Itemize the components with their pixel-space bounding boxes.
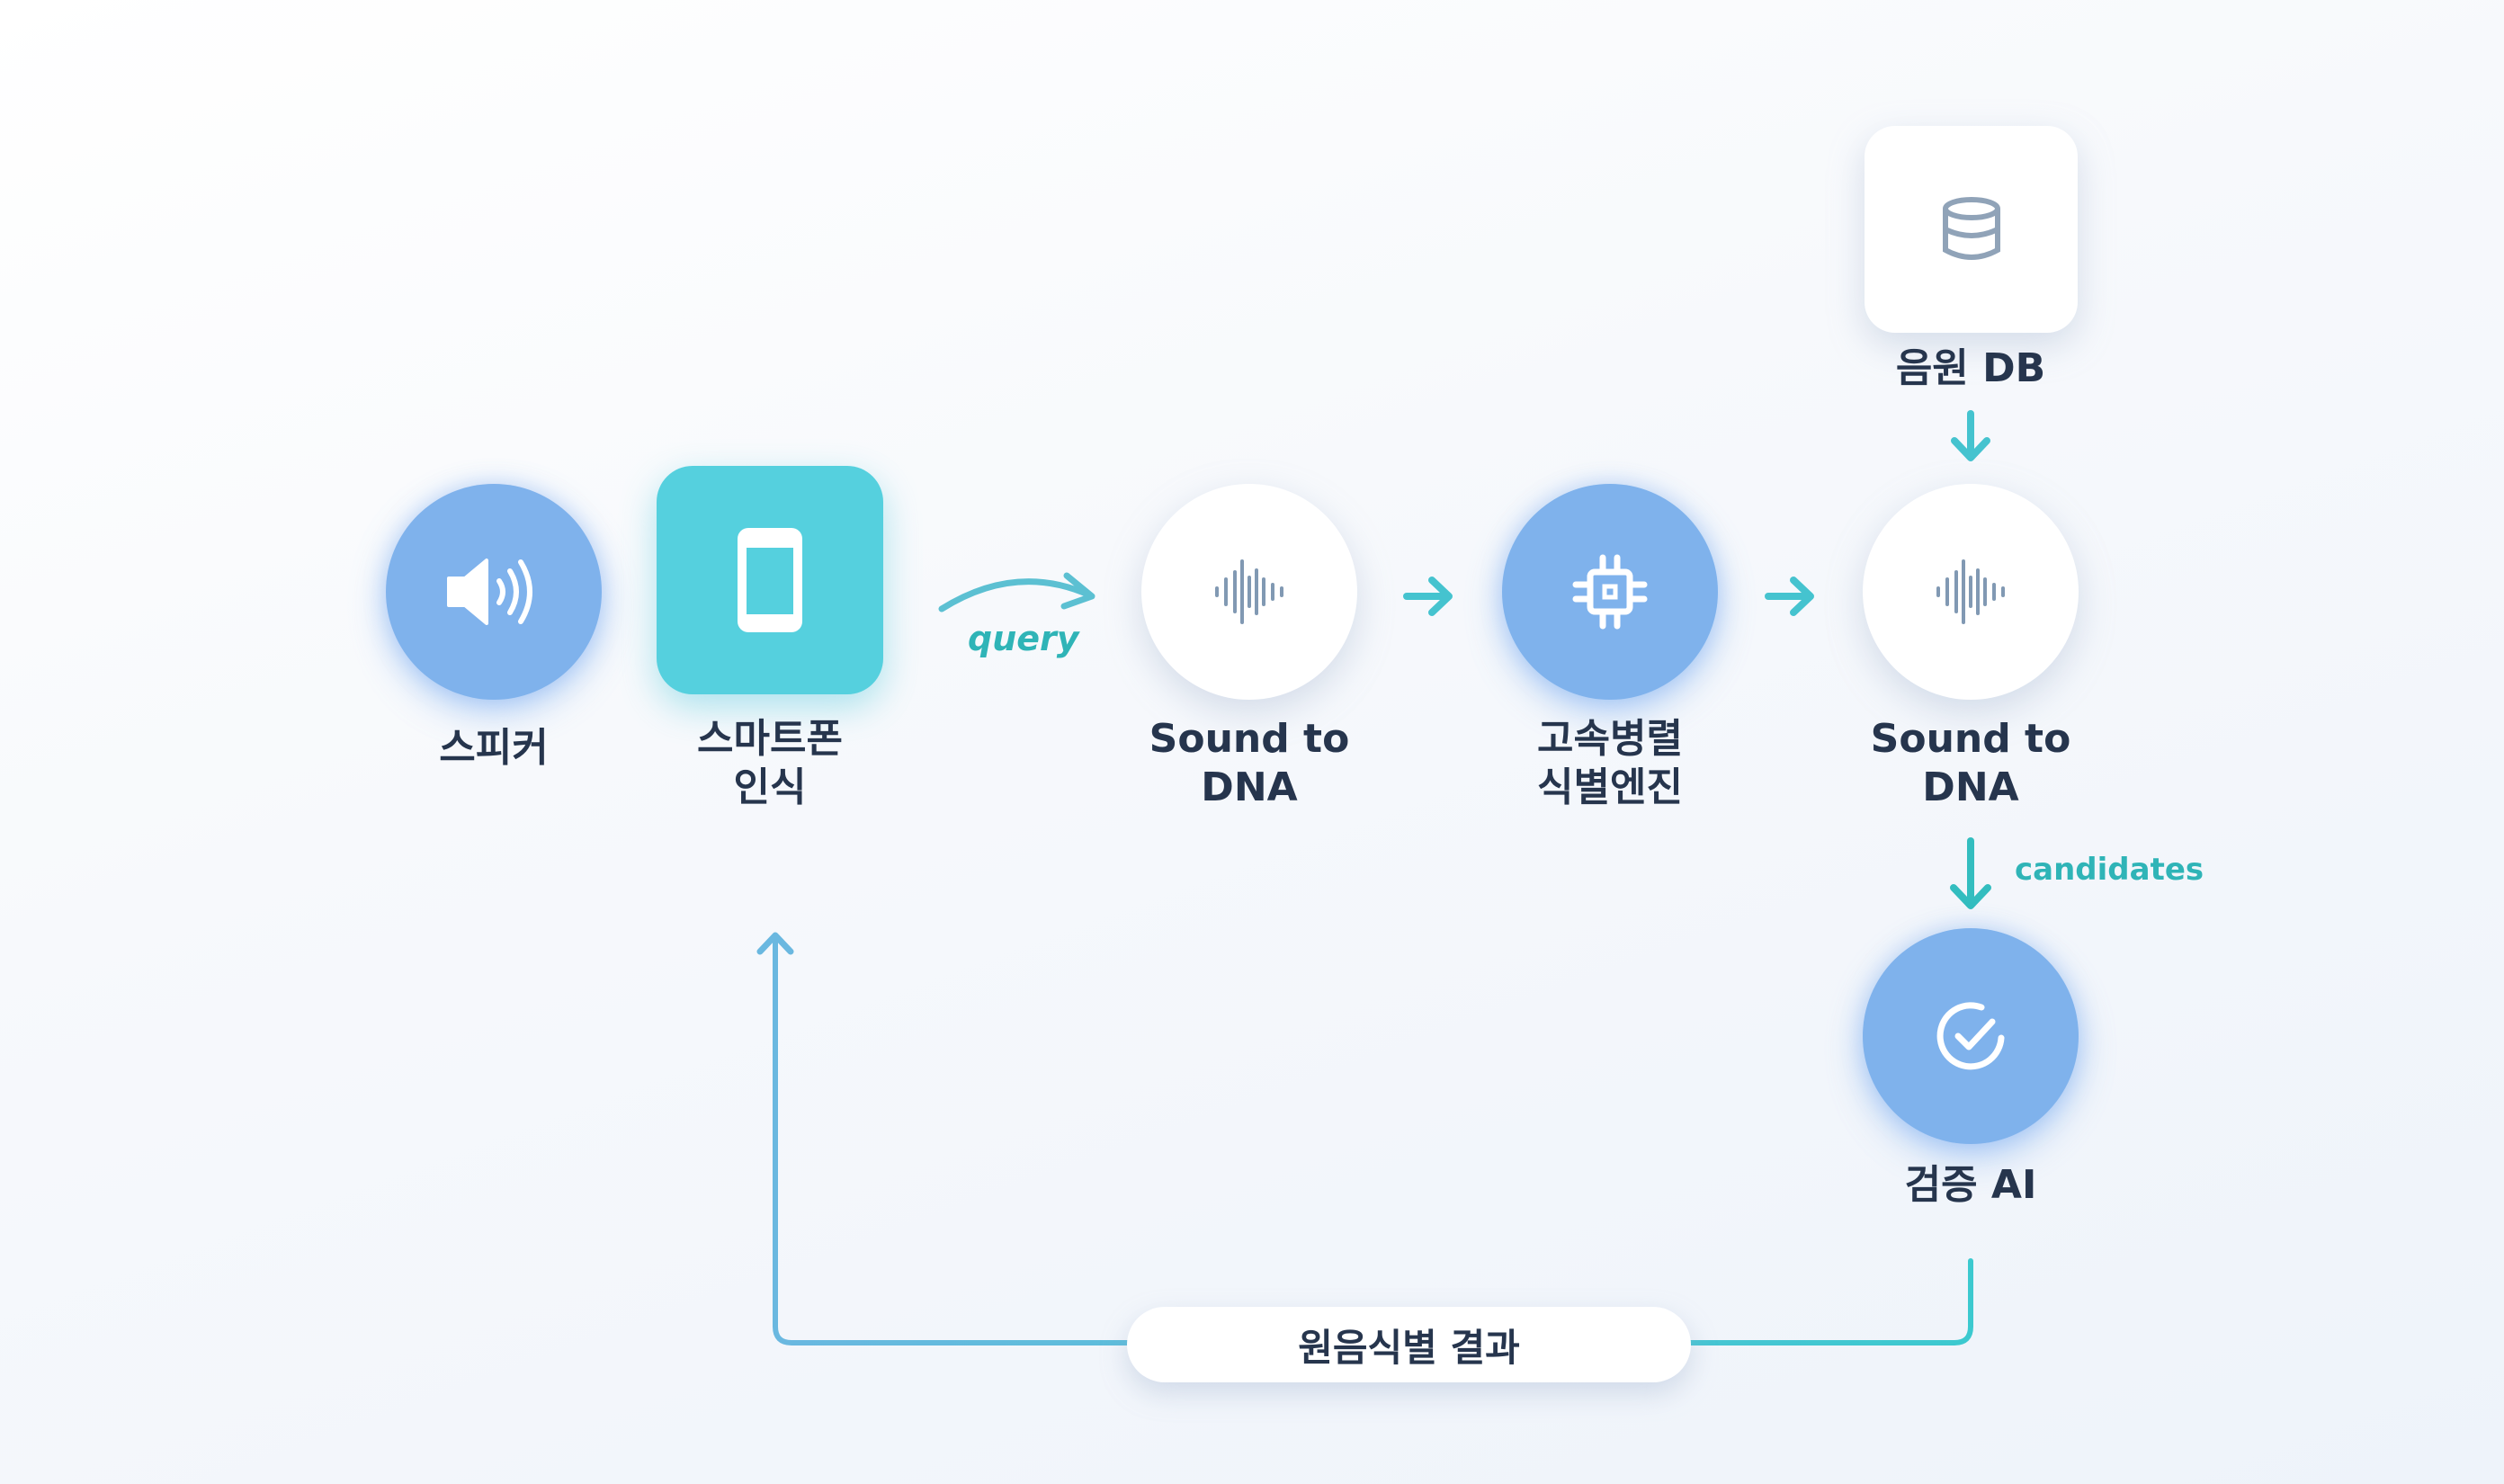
label-verify-ai: 검증 AI [1904,1162,2037,1208]
node-engine[interactable] [1502,484,1718,700]
edge-label-candidates: candidates [2015,852,2204,888]
query-arrow [938,572,1096,612]
arrow-down-db [1951,410,1990,461]
node-smartphone[interactable] [657,466,883,694]
label-engine: 고속병렬 식별엔진 [1537,716,1683,810]
arrow-right-2 [1765,577,1814,616]
label-sound-to-dna-2: Sound to DNA [1870,716,2071,810]
arrow-right-1 [1403,577,1453,616]
label-speaker: 스피커 [439,725,549,771]
smartphone-icon [738,528,802,632]
waveform-icon [1936,559,2005,624]
waveform-icon [1215,559,1283,624]
node-speaker[interactable] [386,484,602,700]
node-music-db[interactable] [1865,126,2078,333]
chip-icon [1572,554,1648,630]
result-label: 원음식별 결과 [1298,1325,1520,1370]
label-smartphone: 스마트폰 인식 [697,716,843,810]
result-pill: 원음식별 결과 [1127,1307,1691,1382]
arrow-down-candidates [1950,837,1991,909]
node-sound-to-dna-2[interactable] [1863,484,2079,700]
speaker-icon [447,559,532,625]
edge-label-query: query [968,619,1079,658]
label-sound-to-dna-1: Sound to DNA [1149,716,1350,810]
node-verify-ai[interactable] [1863,928,2079,1144]
node-sound-to-dna-1[interactable] [1141,484,1357,700]
check-circle-icon [1936,1002,2005,1070]
database-icon [1942,197,2000,260]
feedback-loop-line [773,937,1973,1345]
arrow-up-smartphone [756,932,794,955]
label-music-db: 음원 DB [1895,345,2046,391]
